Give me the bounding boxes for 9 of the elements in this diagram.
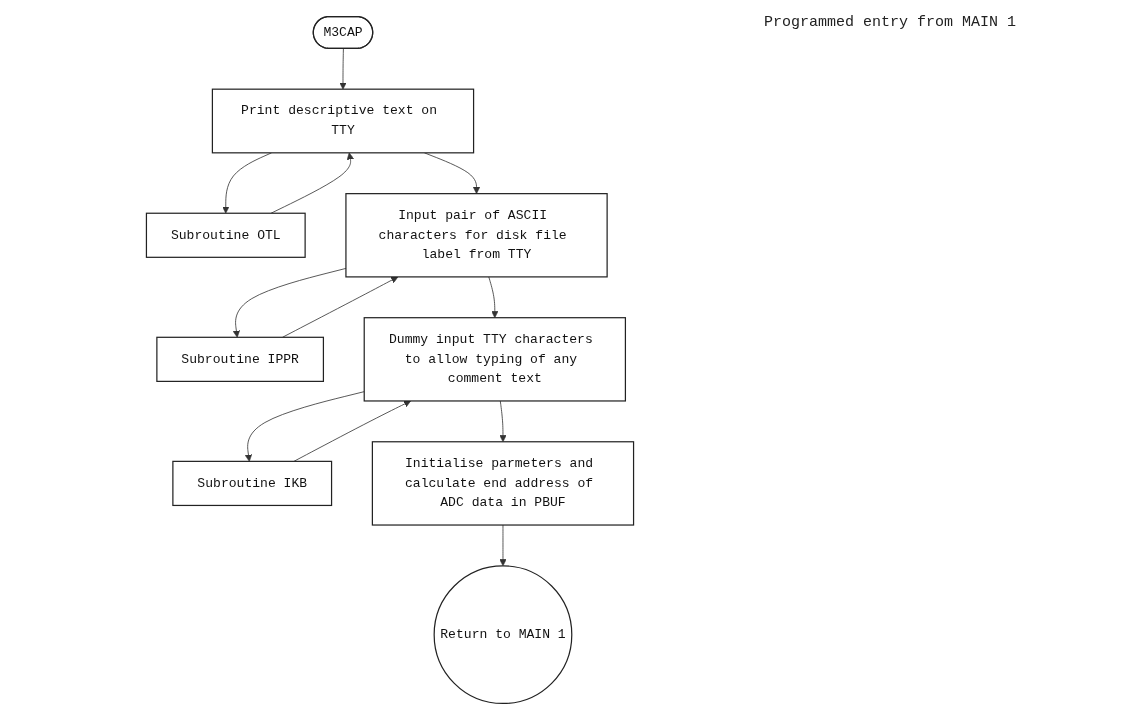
node-box: Print descriptive text on TTY <box>211 88 475 154</box>
node-box: Dummy input TTY characters to allow typing of any comment text <box>363 317 626 402</box>
node-box: Subroutine OTL <box>145 212 306 258</box>
node-box: Subroutine IKB <box>172 460 333 507</box>
node-box: Subroutine IPPR <box>156 336 325 382</box>
label-text: Programmed entry from MAIN 1 <box>764 14 1018 31</box>
node-box: Input pair of ASCII characters for disk file label from TTY <box>345 193 608 278</box>
node-box: Initialise parmeters and calculate end address of ADC data in PBUF <box>371 441 635 526</box>
node-circle: Return to MAIN 1 <box>433 565 573 705</box>
